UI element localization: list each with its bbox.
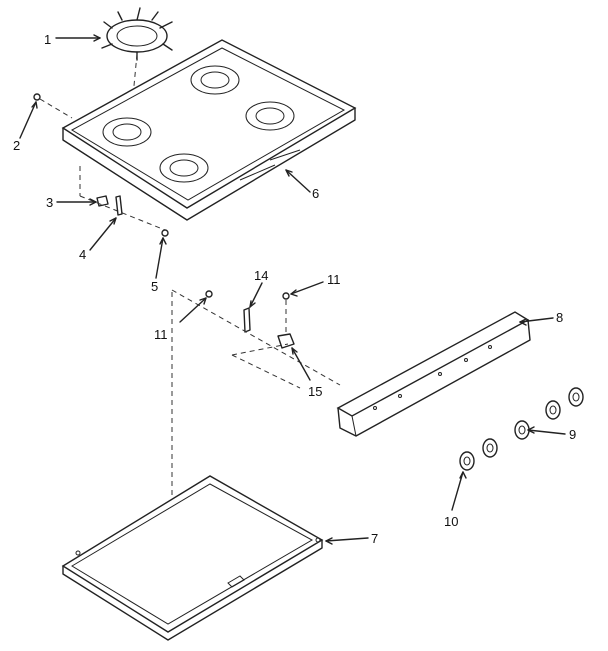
callout-8: 8 xyxy=(556,310,563,325)
screw-5 xyxy=(161,229,169,237)
callout-14: 14 xyxy=(254,268,268,283)
cooktop xyxy=(61,39,357,221)
clip-3 xyxy=(96,195,109,207)
callout-labels: 1 2 3 4 5 6 7 8 9 10 11 11 14 15 xyxy=(13,32,576,546)
bracket-14 xyxy=(243,307,251,333)
burner-rear-left xyxy=(190,65,240,95)
knob-5 xyxy=(568,387,584,407)
callout-15: 15 xyxy=(308,384,322,399)
callout-5: 5 xyxy=(151,279,158,294)
burner-front-right xyxy=(159,153,209,183)
callout-11-left: 11 xyxy=(154,327,168,342)
leader-lines xyxy=(19,34,566,545)
burner-rear-right xyxy=(245,101,295,131)
control-panel xyxy=(336,311,531,437)
bottom-tray xyxy=(61,475,324,641)
callout-9: 9 xyxy=(569,427,576,442)
callout-4: 4 xyxy=(79,247,86,262)
knob-1 xyxy=(459,451,475,471)
callout-10: 10 xyxy=(444,514,458,529)
knob-4 xyxy=(545,400,561,420)
callout-2: 2 xyxy=(13,138,20,153)
callout-6: 6 xyxy=(312,186,319,201)
burner-front-left xyxy=(102,117,152,147)
bracket-15 xyxy=(277,333,295,349)
screw-2 xyxy=(33,93,73,119)
knob-2 xyxy=(482,438,498,458)
callout-11-right: 11 xyxy=(327,272,341,287)
screw-11-right xyxy=(282,292,290,300)
burner-grate xyxy=(101,7,173,61)
knob-3 xyxy=(514,420,530,440)
callout-3: 3 xyxy=(46,195,53,210)
bracket-4 xyxy=(115,195,123,216)
callout-1: 1 xyxy=(44,32,51,47)
callout-7: 7 xyxy=(371,531,378,546)
screw-11-left xyxy=(205,290,213,298)
